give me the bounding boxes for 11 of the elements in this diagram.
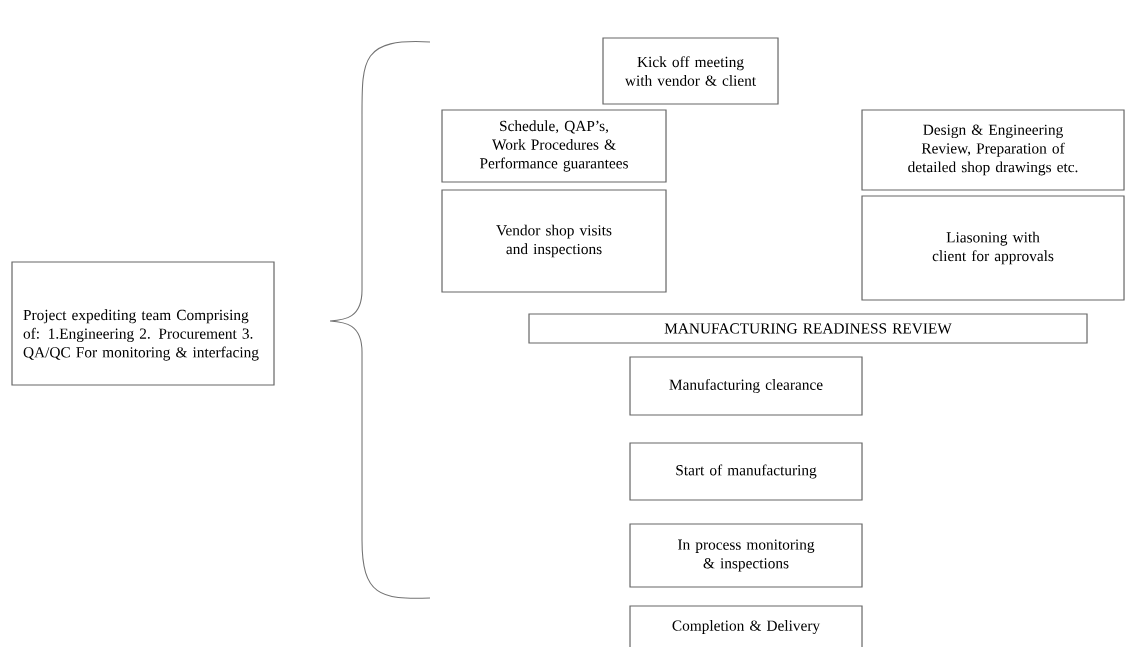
text-box: Project expediting team Comprising of: 1.Engineering 2. Procurement 3. QA/QC For monitoring & interfacing bbox=[11, 261, 275, 386]
text-box: Kick off meeting with vendor & client bbox=[602, 37, 779, 105]
text-box: Manufacturing clearance bbox=[629, 356, 863, 416]
text-box: Start of manufacturing bbox=[629, 442, 863, 501]
text-box: In process monitoring & inspections bbox=[629, 523, 863, 588]
text-box: Design & Engineering Review, Preparation of detailed shop drawings etc. bbox=[861, 109, 1125, 191]
text-box: Liasoning with client for approvals bbox=[861, 195, 1125, 301]
text-box: MANUFACTURING READINESS REVIEW bbox=[528, 313, 1088, 344]
text-box: Schedule, QAP’s, Work Procedures & Performance guarantees bbox=[441, 109, 667, 183]
text-box: Completion & Delivery bbox=[629, 605, 863, 647]
text-box: Vendor shop visits and inspections bbox=[441, 189, 667, 293]
